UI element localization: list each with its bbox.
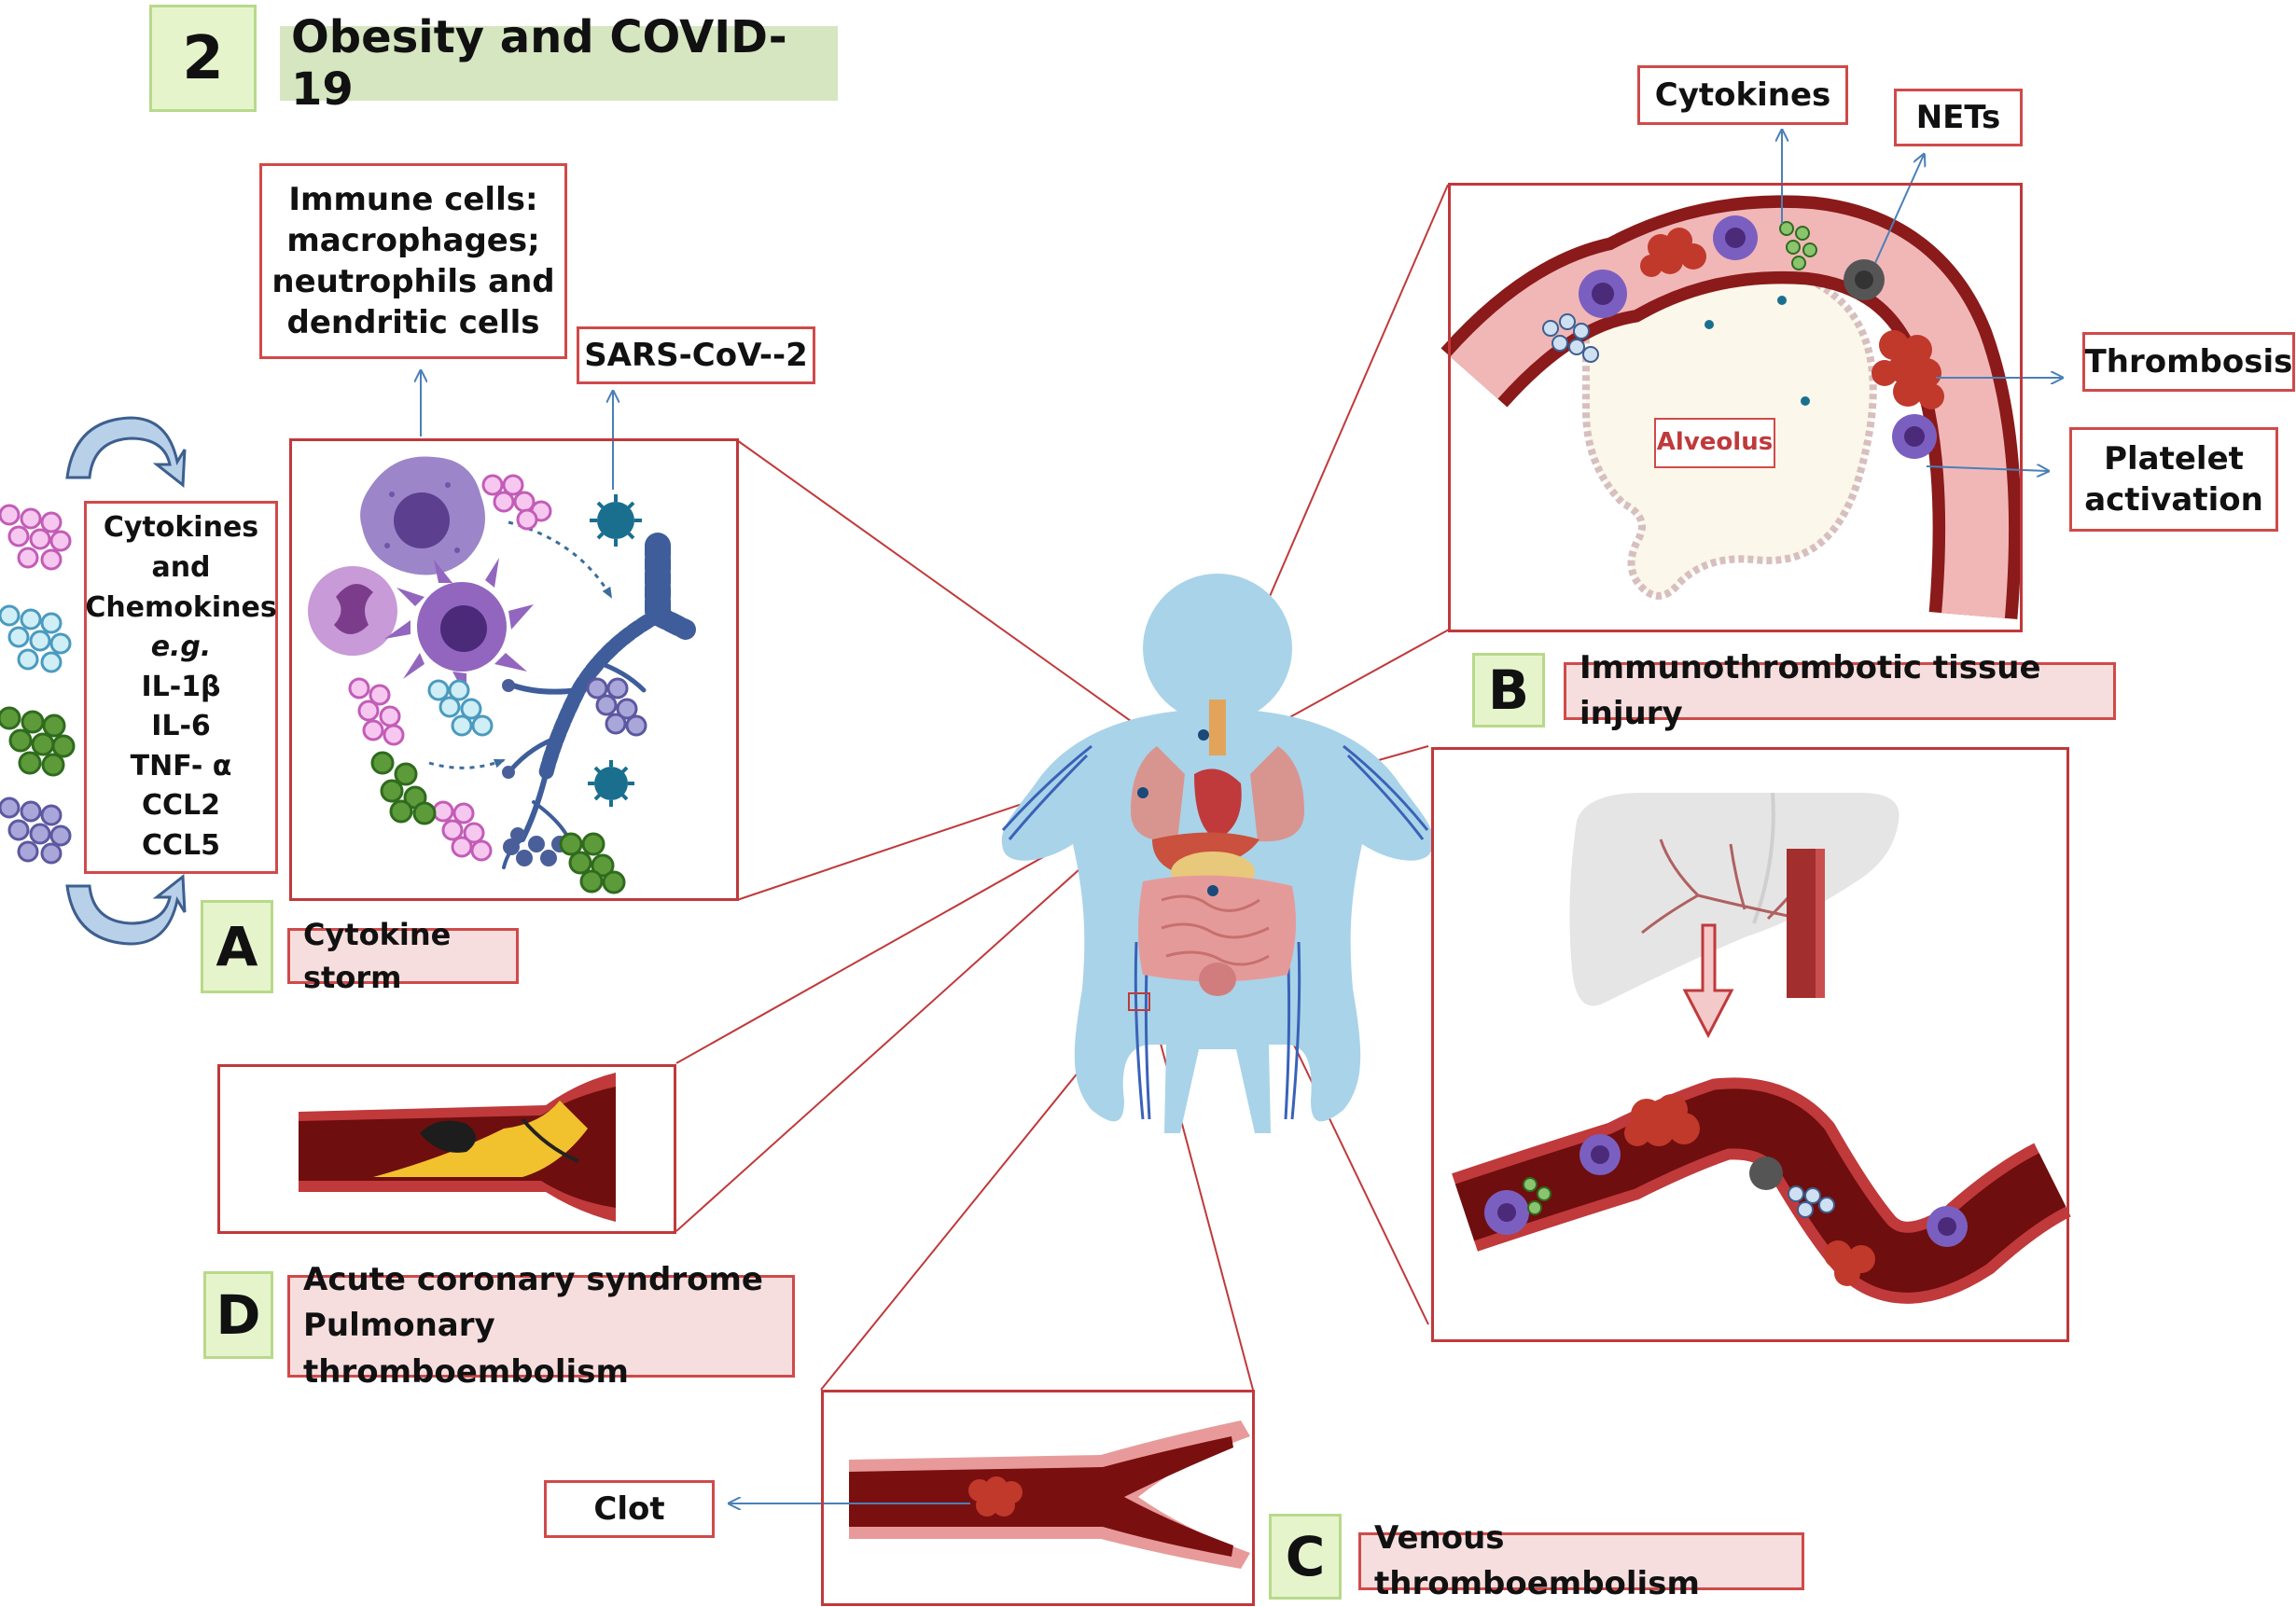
panel-c-letter: C <box>1269 1514 1342 1600</box>
panel-d-art <box>299 1073 616 1222</box>
panel-a-letter: A <box>201 900 273 993</box>
liver-panel-frame <box>1431 747 2069 1342</box>
panel-a-frame <box>289 438 739 901</box>
immune-cells-label: Immune cells: macrophages; neutrophils a… <box>259 163 567 359</box>
cytokine-clusters-panel <box>348 474 647 894</box>
cycle-arrows <box>65 416 187 946</box>
panel-d-frame <box>217 1064 676 1234</box>
panel-c-caption: Venous thromboembolism <box>1358 1519 1804 1602</box>
nets-label: NETs <box>1894 89 2023 146</box>
liver-panel-art <box>1452 792 2072 1304</box>
cytokine-clusters-left <box>0 504 76 865</box>
clot-label: Clot <box>544 1480 715 1538</box>
panel-c-art <box>730 1420 1250 1569</box>
body-figure <box>1001 574 1434 1133</box>
panel-a-caption: Cytokine storm <box>287 917 519 995</box>
panel-c-frame <box>821 1390 1255 1606</box>
sars-cov-2-label: SARS-CoV--2 <box>577 326 815 384</box>
alveolus-label: Alveolus <box>1654 418 1775 468</box>
panel-b-caption: Immunothrombotic tissue injury <box>1564 649 2116 732</box>
virus-icon <box>590 494 642 547</box>
panel-b-frame <box>1448 183 2023 632</box>
panel-d-letter: D <box>203 1271 273 1359</box>
panel-b-letter: B <box>1472 653 1545 727</box>
panel-d-caption: Acute coronary syndrome Pulmonary thromb… <box>287 1261 795 1391</box>
panel-a-art <box>308 456 696 894</box>
figure-title: Obesity and COVID-19 <box>280 11 838 116</box>
panel-b-art <box>1440 131 2062 619</box>
thrombosis-label: Thrombosis <box>2082 332 2295 392</box>
cytokines-label: Cytokines <box>1637 65 1848 125</box>
figure-number: 2 <box>149 5 257 112</box>
cytokine-list: Cytokines and Chemokines e.g. IL-1β IL-6… <box>84 501 278 874</box>
platelet-activation-label: Platelet activation <box>2069 427 2278 532</box>
